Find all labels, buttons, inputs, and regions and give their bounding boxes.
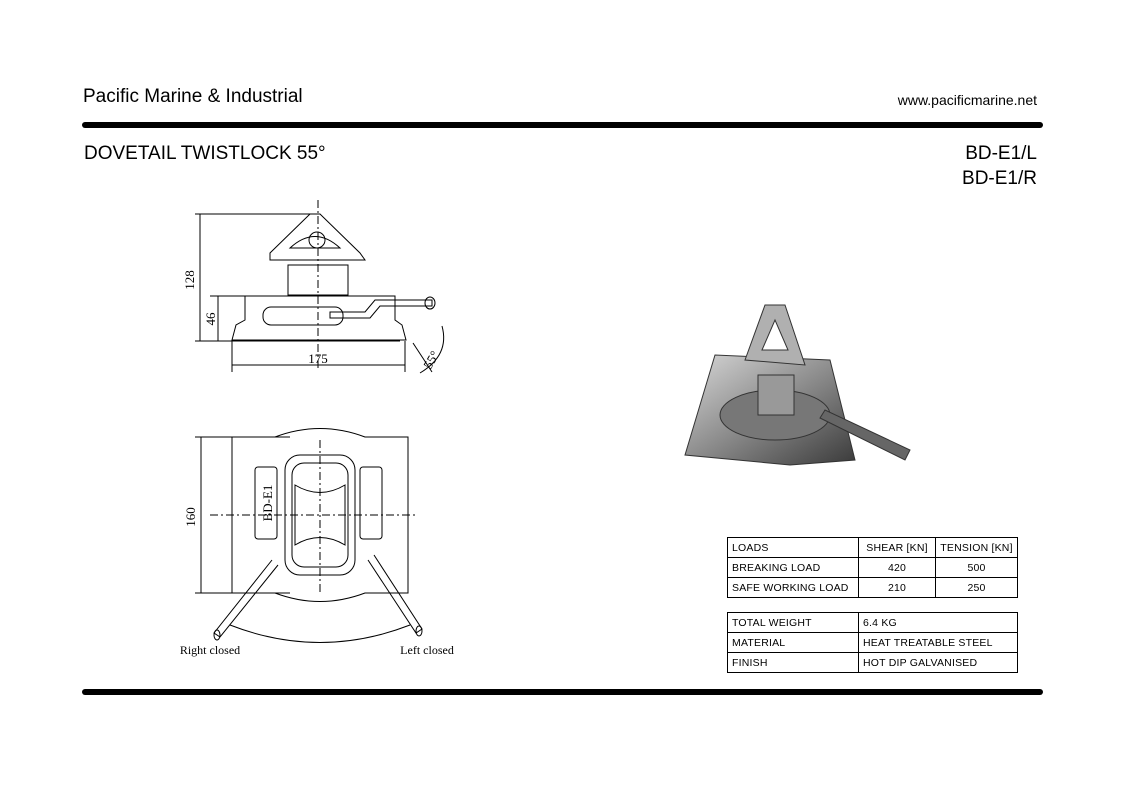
dim-height-base: 46	[203, 312, 218, 326]
dim-height-total: 128	[182, 270, 197, 290]
table-row: MATERIAL HEAT TREATABLE STEEL	[727, 632, 1018, 653]
specs-table: TOTAL WEIGHT 6.4 KG MATERIAL HEAT TREATA…	[727, 612, 1018, 673]
row-label: BREAKING LOAD	[727, 557, 859, 578]
table-row: SAFE WORKING LOAD 210 250	[727, 577, 1018, 598]
header-loads: LOADS	[727, 537, 859, 558]
table-header-row: LOADS SHEAR [KN] TENSION [KN]	[727, 537, 1018, 558]
website-link[interactable]: www.pacificmarine.net	[897, 92, 1037, 108]
shear-value: 420	[858, 557, 936, 578]
spec-value: HOT DIP GALVANISED	[858, 652, 1018, 673]
marking-text: BD-E1	[260, 485, 275, 522]
tension-value: 250	[935, 577, 1018, 598]
dim-width: 175	[308, 351, 328, 366]
footer-divider	[82, 689, 1043, 695]
tension-value: 500	[935, 557, 1018, 578]
spec-value: 6.4 KG	[858, 612, 1018, 633]
spec-value: HEAT TREATABLE STEEL	[858, 632, 1018, 653]
spec-label: TOTAL WEIGHT	[727, 612, 859, 633]
product-image	[684, 304, 911, 466]
spec-label: FINISH	[727, 652, 859, 673]
header-divider	[82, 122, 1043, 128]
dim-height-top: 160	[183, 507, 198, 527]
spec-label: MATERIAL	[727, 632, 859, 653]
product-code-left: BD-E1/L	[965, 143, 1037, 164]
table-row: FINISH HOT DIP GALVANISED	[727, 652, 1018, 673]
company-name: Pacific Marine & Industrial	[83, 86, 303, 107]
label-right-closed: Right closed	[180, 643, 240, 657]
dim-angle: 55°	[420, 348, 442, 371]
table-row: TOTAL WEIGHT 6.4 KG	[727, 612, 1018, 633]
shear-value: 210	[858, 577, 936, 598]
label-left-closed: Left closed	[400, 643, 454, 657]
top-view-drawing: 160 BD-E1 Right closed Left closed	[180, 428, 454, 657]
table-row: BREAKING LOAD 420 500	[727, 557, 1018, 578]
side-view-drawing: 128 46 175 55°	[182, 200, 445, 374]
product-code-right: BD-E1/R	[962, 168, 1037, 189]
row-label: SAFE WORKING LOAD	[727, 577, 859, 598]
loads-table: LOADS SHEAR [KN] TENSION [KN] BREAKING L…	[727, 537, 1018, 598]
header-shear: SHEAR [KN]	[858, 537, 936, 558]
header-tension: TENSION [KN]	[935, 537, 1018, 558]
product-title: DOVETAIL TWISTLOCK 55°	[84, 143, 326, 164]
